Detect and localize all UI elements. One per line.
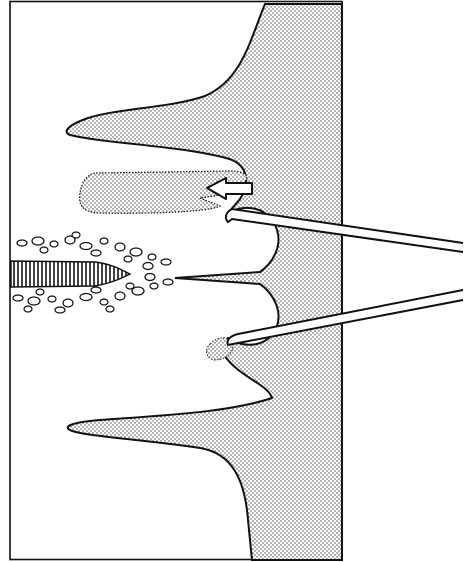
forceps-upper-arm xyxy=(226,209,463,252)
threaded-instrument xyxy=(11,261,130,287)
forceps-lower-arm xyxy=(227,290,463,345)
